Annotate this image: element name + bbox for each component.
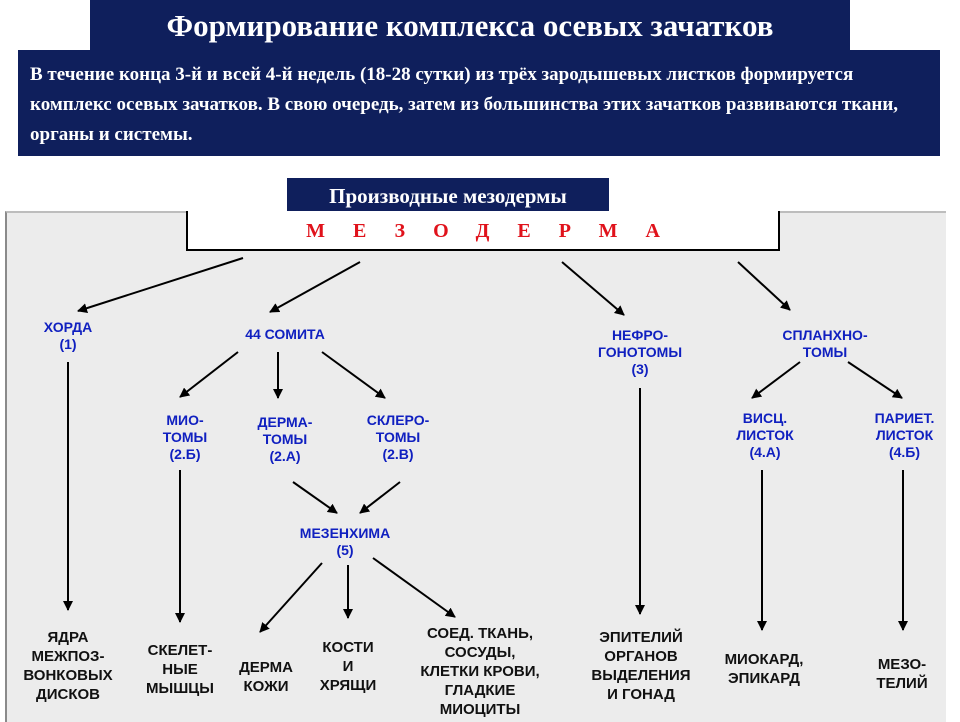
arrow-root-to-chorda <box>77 257 244 314</box>
arrow-somites-to-myotomes <box>179 351 239 398</box>
node-myotomes: МИО-ТОМЫ(2.Б) <box>162 412 208 462</box>
diagram-subtitle: Производные мезодермы <box>287 178 609 214</box>
node-dermatomes: ДЕРМА-ТОМЫ(2.А) <box>257 414 313 464</box>
node-mesenchyme: МЕЗЕНХИМА(5) <box>299 525 391 558</box>
arrow-root-to-splanchnotomes <box>737 261 791 311</box>
arrow-mesenchyme-to-dermis <box>259 562 323 633</box>
arrow-splanchnotomes-to-visceral <box>751 361 801 399</box>
arrow-root-to-somites <box>269 261 361 313</box>
leaf-myocardium: МИОКАРД,ЭПИКАРД <box>724 651 804 687</box>
intro-text: В течение конца 3-й и всей 4-й недель (1… <box>18 50 940 156</box>
arrow-sclerotomes-to-mesenchyme <box>359 481 401 514</box>
arrow-mesenchyme-to-connective <box>372 557 456 618</box>
node-parietal-layer: ПАРИЕТ.ЛИСТОК(4.Б) <box>874 410 935 460</box>
node-somites: 44 СОМИТА <box>245 326 325 342</box>
node-sclerotomes: СКЛЕРО-ТОМЫ(2.В) <box>366 412 430 462</box>
arrow-splanchnotomes-to-parietal <box>847 361 903 399</box>
node-splanchnotomes: СПЛАНХНО-ТОМЫ <box>782 327 868 360</box>
page-title: Формирование комплекса осевых зачатков <box>90 0 850 50</box>
leaf-mesothelium: МЕЗО-ТЕЛИЙ <box>876 656 928 692</box>
root-node-mesoderm: МЕЗОДЕРМА <box>186 211 780 251</box>
arrow-root-to-nephrogonotomes <box>561 261 625 316</box>
diagram-panel <box>5 211 946 722</box>
arrow-dermatomes-to-mesenchyme <box>292 481 338 514</box>
node-chorda: ХОРДА(1) <box>43 319 93 352</box>
node-visceral-layer: ВИСЦ.ЛИСТОК(4.А) <box>736 410 794 460</box>
arrow-somites-to-sclerotomes <box>321 351 386 399</box>
node-nephrogonotomes: НЕФРО-ГОНОТОМЫ(3) <box>597 327 683 377</box>
